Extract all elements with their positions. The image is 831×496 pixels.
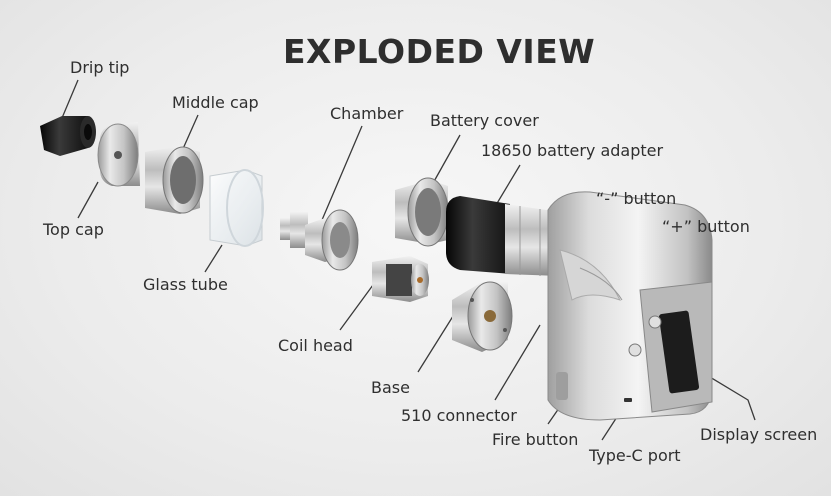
label-plus-button: “+” button xyxy=(662,217,750,236)
label-battery-adapter: 18650 battery adapter xyxy=(481,141,664,160)
middle-cap-part xyxy=(145,146,204,214)
base-part xyxy=(452,281,513,352)
leader-510-connector xyxy=(494,324,541,401)
label-display-screen: Display screen xyxy=(700,425,818,444)
leader-top-cap xyxy=(77,181,99,219)
label-510-connector: 510 connector xyxy=(401,406,517,425)
battery-cover-part xyxy=(395,177,449,247)
page-title: EXPLODED VIEW xyxy=(283,32,596,71)
label-drip-tip: Drip tip xyxy=(70,58,130,77)
label-base: Base xyxy=(371,378,410,397)
leader-coil-head xyxy=(339,284,374,331)
label-chamber: Chamber xyxy=(330,104,404,123)
drip-tip-part xyxy=(40,116,96,156)
leader-glass-tube xyxy=(204,244,223,273)
label-type-c-port: Type-C port xyxy=(589,446,681,465)
leader-chamber xyxy=(321,125,363,221)
leader-drip-tip xyxy=(61,79,79,119)
label-coil-head: Coil head xyxy=(278,336,353,355)
label-top-cap: Top cap xyxy=(43,220,104,239)
battery-adapter-part xyxy=(446,196,560,276)
label-middle-cap: Middle cap xyxy=(172,93,259,112)
label-minus-button: “-” button xyxy=(596,189,677,208)
top-cap-part xyxy=(97,122,140,187)
mod-body-part xyxy=(547,191,713,421)
glass-tube-part xyxy=(209,169,264,247)
chamber-part xyxy=(280,209,359,271)
label-glass-tube: Glass tube xyxy=(143,275,228,294)
coil-head-part xyxy=(372,256,429,302)
label-battery-cover: Battery cover xyxy=(430,111,539,130)
label-fire-button: Fire button xyxy=(492,430,579,449)
